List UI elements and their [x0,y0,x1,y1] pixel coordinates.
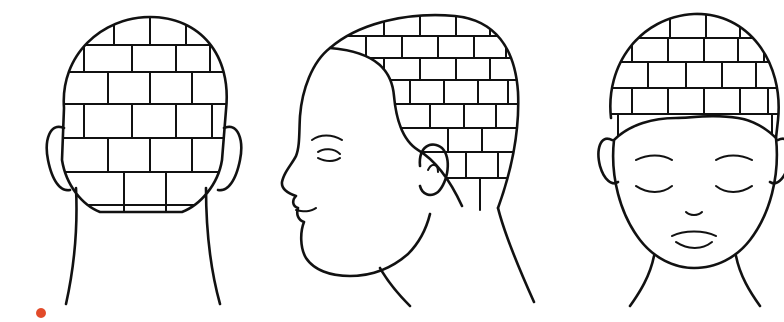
head-front-icon [596,14,784,306]
head-back-icon [40,17,250,304]
head-side-icon [282,15,534,306]
corner-mark [36,308,46,318]
